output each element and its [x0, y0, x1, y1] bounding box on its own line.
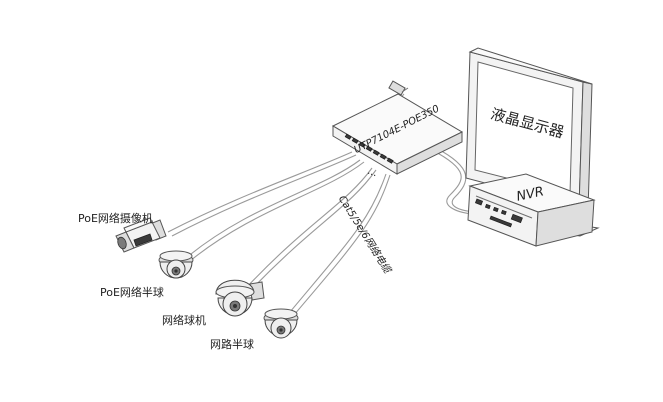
poe-camera-label: PoE网络摄像机 — [78, 211, 153, 225]
poe-switch: UTP7104E-POE350 ··· — [331, 80, 464, 182]
nvr-recorder: NVR — [467, 173, 596, 247]
poe-halfdome-icon — [158, 250, 194, 279]
switch-ports — [344, 133, 394, 164]
halfdome-icon — [263, 308, 299, 339]
lcd-monitor: 液晶显示器 — [465, 47, 600, 237]
poe-camera-icon — [115, 217, 167, 253]
nvr-label: NVR — [515, 184, 545, 204]
poe-halfdome-label: PoE网络半球 — [100, 285, 164, 299]
halfdome-label: 网路半球 — [210, 337, 254, 351]
speed-dome-icon — [215, 279, 265, 317]
power-plug-icon — [388, 80, 409, 96]
port-ellipsis: ··· — [365, 168, 378, 182]
cable-label: Cat5/5e/6网络电缆 — [336, 193, 394, 277]
speed-dome-label: 网络球机 — [162, 313, 206, 327]
